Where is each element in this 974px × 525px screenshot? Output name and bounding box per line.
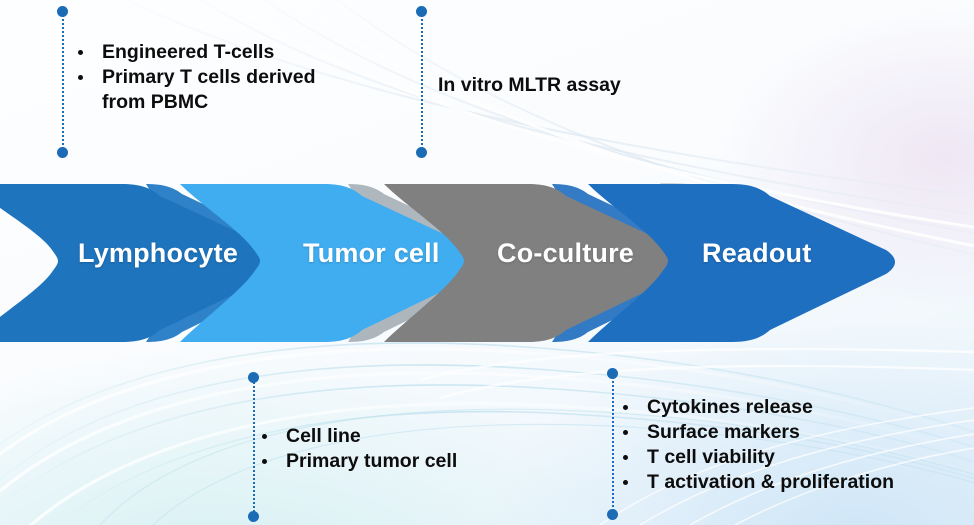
list-item-label: from PBMC bbox=[102, 91, 209, 113]
connector-dot-top bbox=[607, 368, 618, 379]
arrow-readout[interactable] bbox=[588, 184, 895, 342]
list-item-continuation: from PBMC bbox=[72, 90, 316, 115]
bullet-icon bbox=[623, 480, 628, 485]
list-item: Surface markers bbox=[617, 420, 894, 445]
list-item: In vitro MLTR assay bbox=[438, 73, 621, 98]
connector-readout bbox=[607, 368, 620, 520]
connector-tumor bbox=[248, 372, 261, 522]
connector-dotted-line bbox=[612, 374, 614, 514]
arrow-lymphocyte[interactable] bbox=[0, 183, 285, 343]
connector-dot-bottom bbox=[607, 509, 618, 520]
list-item-label: Cell line bbox=[286, 425, 361, 447]
assay-callout-list: In vitro MLTR assay bbox=[438, 73, 621, 98]
connector-dot-bottom bbox=[57, 147, 68, 158]
connector-dot-top bbox=[416, 6, 427, 17]
list-item: Cell line bbox=[256, 424, 457, 449]
bullet-icon bbox=[78, 75, 83, 80]
list-item-label: Primary tumor cell bbox=[286, 450, 458, 472]
arrow-tumor-cell[interactable] bbox=[180, 184, 487, 342]
connector-lymphocyte bbox=[57, 6, 70, 158]
list-item-label: Engineered T-cells bbox=[102, 41, 275, 63]
list-item-label: Primary T cells derived bbox=[102, 66, 316, 88]
bullet-icon bbox=[262, 434, 267, 439]
list-item: Primary tumor cell bbox=[256, 449, 457, 474]
connector-dotted-line bbox=[421, 12, 423, 152]
connector-dot-bottom bbox=[248, 511, 259, 522]
arrow-co-culture[interactable] bbox=[384, 184, 691, 342]
connector-dot-bottom bbox=[416, 147, 427, 158]
list-item: Cytokines release bbox=[617, 395, 894, 420]
list-item-label: T cell viability bbox=[647, 446, 775, 468]
assay-callout: In vitro MLTR assay bbox=[438, 73, 621, 98]
lymphocyte-callout-list: Engineered T-cells Primary T cells deriv… bbox=[72, 40, 316, 115]
bullet-icon bbox=[623, 455, 628, 460]
list-item-label: T activation & proliferation bbox=[647, 471, 895, 493]
tumor-callout: Cell line Primary tumor cell bbox=[256, 424, 457, 474]
list-item-label: Cytokines release bbox=[647, 396, 813, 418]
connector-dot-top bbox=[248, 372, 259, 383]
bullet-icon bbox=[623, 430, 628, 435]
list-item-label: Surface markers bbox=[647, 421, 800, 443]
tumor-callout-list: Cell line Primary tumor cell bbox=[256, 424, 457, 474]
readout-callout: Cytokines release Surface markers T cell… bbox=[617, 395, 894, 495]
list-item-label: In vitro MLTR assay bbox=[438, 74, 621, 96]
list-item: T activation & proliferation bbox=[617, 470, 894, 495]
bullet-icon bbox=[262, 459, 267, 464]
bullet-icon bbox=[78, 50, 83, 55]
list-item: Engineered T-cells bbox=[72, 40, 316, 65]
list-item: T cell viability bbox=[617, 445, 894, 470]
connector-dot-top bbox=[57, 6, 68, 17]
bullet-icon bbox=[623, 405, 628, 410]
connector-dotted-line bbox=[62, 12, 64, 152]
connector-assay bbox=[416, 6, 429, 158]
connector-dotted-line bbox=[253, 378, 255, 516]
readout-callout-list: Cytokines release Surface markers T cell… bbox=[617, 395, 894, 495]
list-item: Primary T cells derived bbox=[72, 65, 316, 90]
lymphocyte-callout: Engineered T-cells Primary T cells deriv… bbox=[72, 40, 316, 115]
